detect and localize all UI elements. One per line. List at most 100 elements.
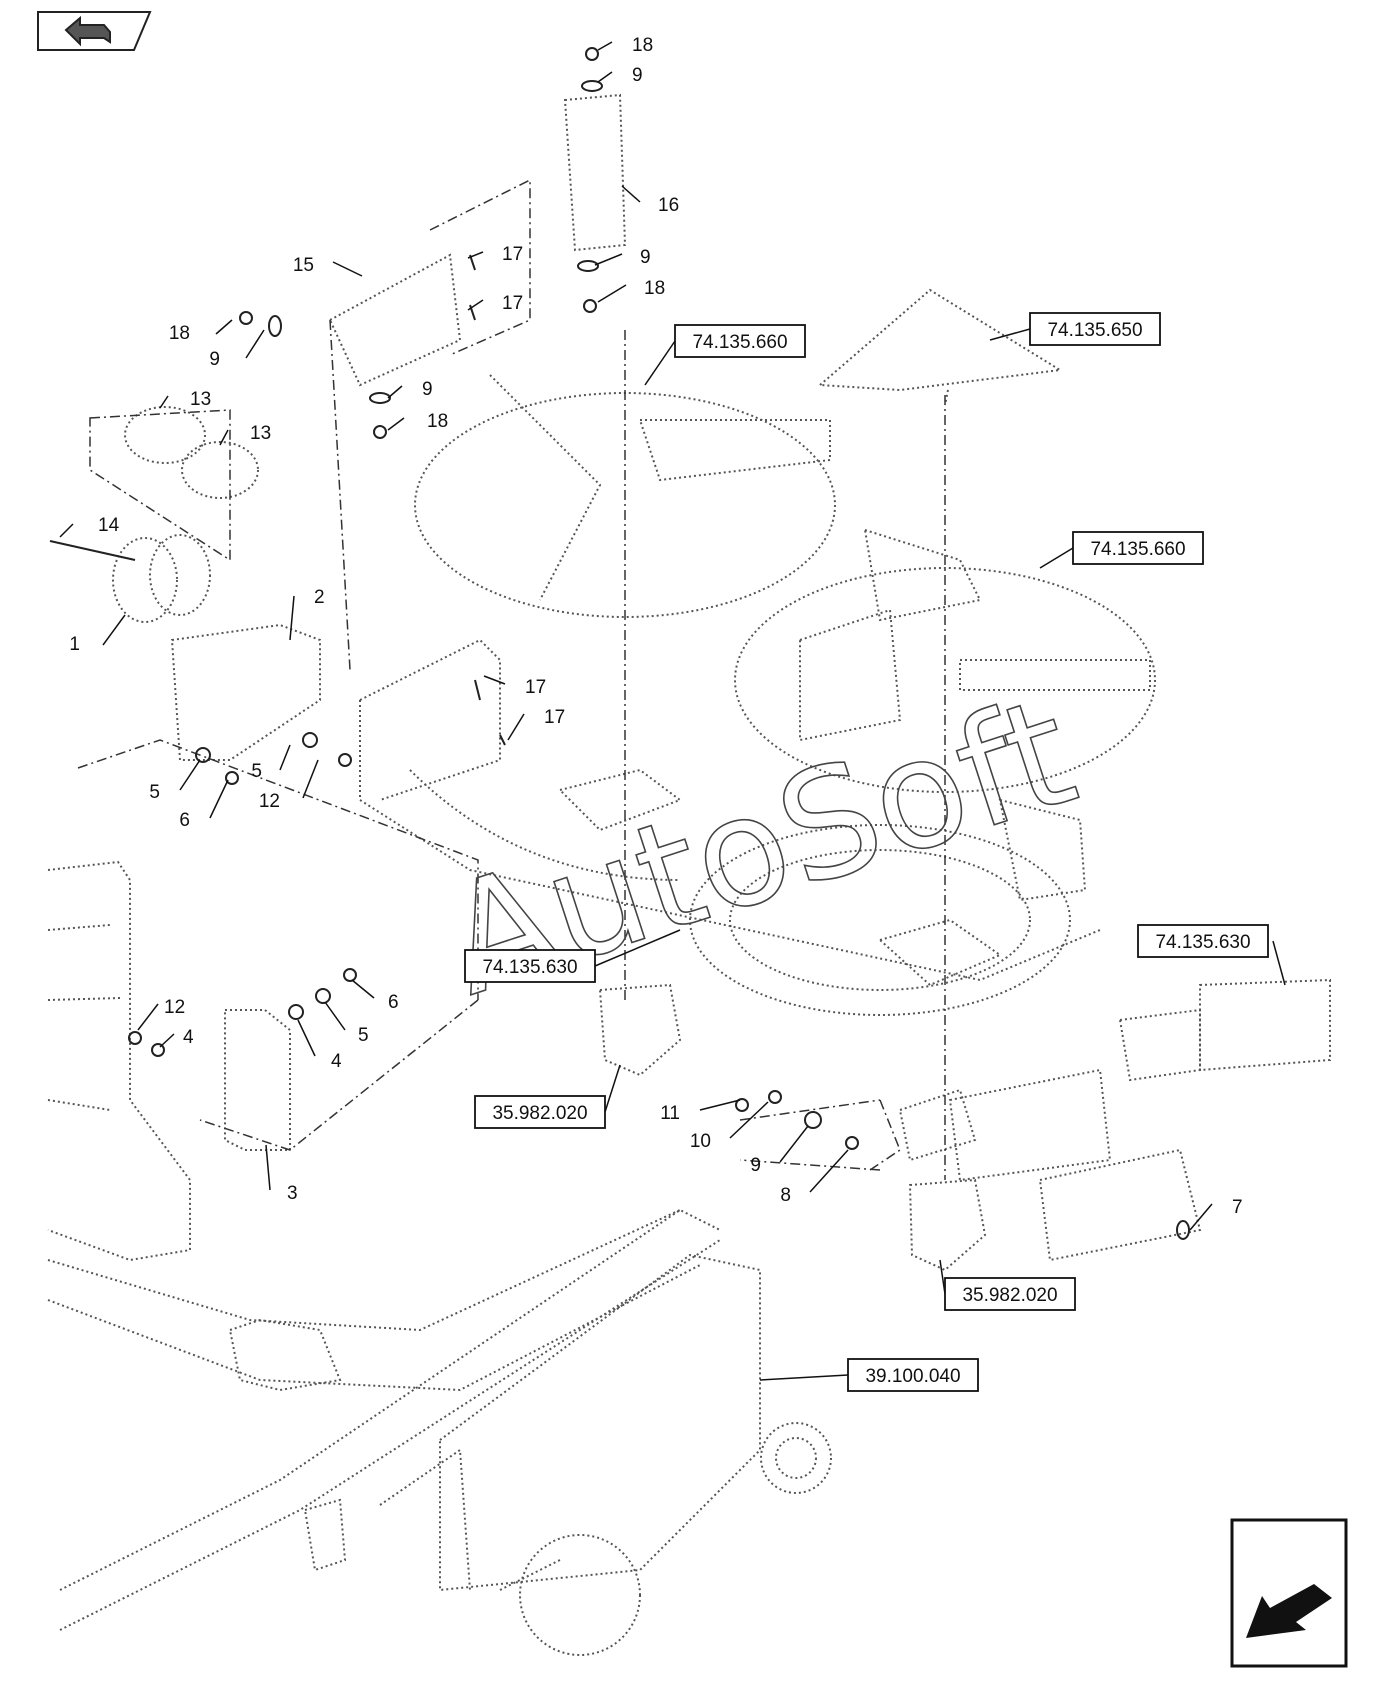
reference-link[interactable]: 39.100.040 xyxy=(759,1358,979,1392)
part-number-label: 9 xyxy=(750,1155,761,1176)
part-number-label: 1 xyxy=(69,634,80,655)
part-number-label: 9 xyxy=(209,349,220,370)
part-number-label: 2 xyxy=(314,587,325,608)
leader-line xyxy=(324,1001,346,1031)
leader-line xyxy=(597,41,613,51)
part-number-label: 18 xyxy=(169,323,190,344)
reference-box xyxy=(464,949,596,983)
part-number-label: 4 xyxy=(183,1027,194,1048)
part-number-label: 4 xyxy=(331,1051,342,1072)
part-number-label: 11 xyxy=(660,1103,680,1124)
reference-leader-line xyxy=(644,340,676,386)
part-number-label: 6 xyxy=(179,810,190,831)
leader-line xyxy=(779,1125,809,1163)
leader-line xyxy=(729,1101,769,1139)
reference-link[interactable]: 74.135.660 xyxy=(644,324,806,386)
leader-line xyxy=(219,429,229,446)
reference-leader-line xyxy=(1272,940,1286,986)
reference-box xyxy=(1137,924,1269,958)
reference-leader-line xyxy=(604,1064,621,1113)
part-number-label: 17 xyxy=(525,677,546,698)
leader-line xyxy=(289,595,295,641)
leader-line xyxy=(302,759,319,799)
reference-leader-line xyxy=(759,1374,849,1381)
part-number-label: 16 xyxy=(658,195,679,216)
reference-label: 74.135.660 xyxy=(1090,539,1185,560)
reference-callouts: 74.135.660 74.135.650 74.135.660 74.135.630… xyxy=(464,312,1286,1392)
part-number-label: 12 xyxy=(259,791,280,812)
leader-line xyxy=(209,779,229,819)
reference-box xyxy=(674,324,806,358)
leader-line xyxy=(387,417,405,431)
leader-line xyxy=(594,253,623,266)
part-number-label: 8 xyxy=(780,1185,791,1206)
previous-page-button[interactable] xyxy=(37,11,152,51)
reference-box xyxy=(1072,531,1204,565)
leader-line xyxy=(59,523,74,538)
part-number-label: 13 xyxy=(190,389,211,410)
part-number-label: 5 xyxy=(358,1025,369,1046)
part-number-label: 18 xyxy=(427,411,448,432)
part-number-label: 9 xyxy=(632,65,643,86)
leader-line xyxy=(699,1099,741,1111)
reference-link[interactable]: 74.135.630 xyxy=(1137,924,1286,986)
reference-link[interactable]: 74.135.650 xyxy=(989,312,1161,346)
leader-line xyxy=(137,1003,159,1031)
reference-link[interactable]: 74.135.660 xyxy=(1039,531,1204,569)
reference-link[interactable]: 35.982.020 xyxy=(474,1064,621,1129)
leader-lines xyxy=(59,41,1213,1231)
part-number-label: 7 xyxy=(1232,1197,1243,1218)
leader-line xyxy=(215,319,233,335)
leader-line xyxy=(809,1149,849,1193)
reference-box xyxy=(944,1277,1076,1311)
leader-line xyxy=(159,395,169,409)
reference-label: 39.100.040 xyxy=(865,1366,960,1387)
part-number-label: 6 xyxy=(388,992,399,1013)
fastener-hardware xyxy=(49,47,1190,1240)
leader-line xyxy=(1189,1203,1213,1231)
part-number-label: 18 xyxy=(632,35,653,56)
leader-line xyxy=(621,185,641,203)
reference-leader-line xyxy=(594,929,681,967)
part-number-label: 17 xyxy=(502,293,523,314)
forward-arrow-icon xyxy=(1246,1584,1332,1638)
assembly-outlines xyxy=(77,178,946,1180)
part-number-label: 17 xyxy=(502,244,523,265)
leader-line xyxy=(467,299,484,311)
reference-link[interactable]: 74.135.630 xyxy=(464,929,681,983)
leader-line xyxy=(467,251,484,259)
reference-label: 74.135.650 xyxy=(1047,320,1142,341)
reference-label: 74.135.660 xyxy=(692,332,787,353)
part-number-label: 5 xyxy=(251,761,262,782)
part-number-label: 9 xyxy=(640,247,651,268)
combine-frame xyxy=(47,93,1331,1656)
part-number-label: 5 xyxy=(149,782,160,803)
leader-line xyxy=(483,675,506,685)
next-page-button[interactable] xyxy=(1230,1518,1348,1668)
leader-line xyxy=(332,261,363,277)
leader-line xyxy=(597,284,627,303)
part-number-label: 17 xyxy=(544,707,565,728)
leader-line xyxy=(179,759,201,791)
part-number-label: 10 xyxy=(690,1131,711,1152)
part-number-label: 14 xyxy=(98,515,120,536)
back-arrow-icon xyxy=(64,15,111,47)
reference-label: 74.135.630 xyxy=(482,957,577,978)
part-number-label: 9 xyxy=(422,379,433,400)
reference-link[interactable]: 35.982.020 xyxy=(939,1259,1076,1311)
leader-line xyxy=(159,1033,175,1048)
leader-line xyxy=(297,1019,316,1057)
part-number-label: 13 xyxy=(250,423,271,444)
part-number-label: 3 xyxy=(287,1183,298,1204)
leader-line xyxy=(279,744,291,771)
leader-line xyxy=(387,385,403,399)
reference-leader-line xyxy=(989,328,1031,341)
leader-line xyxy=(245,329,265,359)
leader-line xyxy=(102,614,126,646)
leader-line xyxy=(597,71,613,83)
reference-label: 35.982.020 xyxy=(962,1285,1057,1306)
reference-label: 74.135.630 xyxy=(1155,932,1250,953)
reference-leader-line xyxy=(1039,547,1074,569)
